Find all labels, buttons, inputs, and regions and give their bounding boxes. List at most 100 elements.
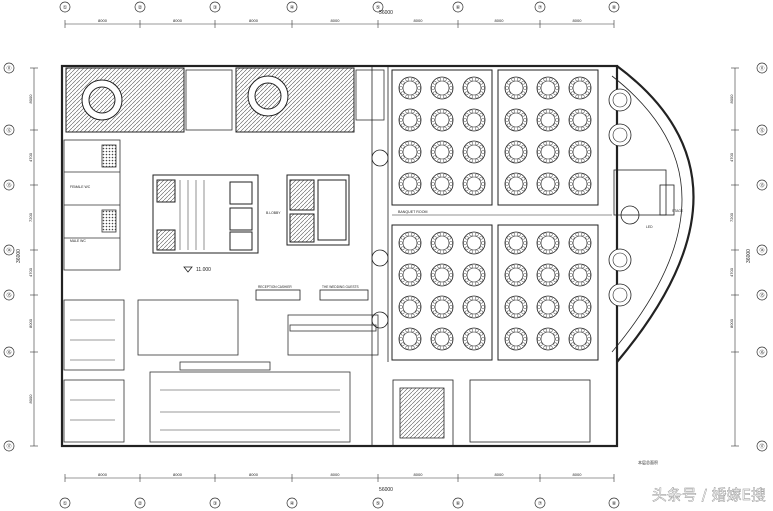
grid-bubble [3,124,15,136]
kitchen-area [63,299,379,443]
grid-bubble [608,497,620,509]
round-table [430,295,454,319]
grid-bubble [372,497,384,509]
round-table [398,231,422,255]
span-label: 8000 [173,472,183,477]
reception-desk [255,289,369,301]
grid-bubble [756,289,768,301]
grid-bubble [59,1,71,13]
round-table [536,140,560,164]
round-table [568,76,592,100]
round-table [568,263,592,287]
round-table [462,327,486,351]
restrooms [63,139,121,271]
round-table [504,108,528,132]
grid-bubble [3,346,15,358]
lift-lobby-label: B.LOBBY [266,211,281,215]
round-table [398,172,422,196]
grid-bubble [209,1,221,13]
overall-dimension-top: 56000 [379,10,393,16]
grid-label: ⑬ [759,182,764,189]
grid-label: ⑪ [6,65,11,72]
round-table [568,231,592,255]
span-label: 8000 [495,472,505,477]
round-table [462,263,486,287]
overall-dimension-right: 36000 [746,249,752,263]
span-label: 8000 [331,18,341,23]
span-label: 8000 [729,94,734,104]
round-table [568,172,592,196]
span-label: 4700 [729,152,734,162]
round-table [462,231,486,255]
male-wc-label: MALE WC [70,239,86,243]
round-table [462,76,486,100]
grid-label: ⑤ [376,5,381,11]
grid-label: ⑰ [6,443,11,450]
round-table [536,108,560,132]
grid-label: ⑧ [612,501,617,507]
round-table [568,140,592,164]
overall-dimension-bottom: 56000 [379,487,393,493]
round-table [398,327,422,351]
span-label: 8000 [28,94,33,104]
span-label: 8000 [331,472,341,477]
round-table [536,172,560,196]
span-label: 7200 [28,212,33,222]
grid-bubble [3,179,15,191]
round-table [504,172,528,196]
stage-label: STAGE [672,209,684,213]
grid-bubble [3,244,15,256]
grid-label: ① [63,501,68,507]
span-label: 4700 [28,152,33,162]
grid-label: ⑯ [759,349,764,356]
grid-bubble [756,124,768,136]
round-table [568,327,592,351]
round-table [568,295,592,319]
grid-bubble [756,346,768,358]
span-label: 4700 [729,267,734,277]
round-table [504,140,528,164]
span-label: 7200 [729,212,734,222]
span-label: 8000 [249,472,259,477]
central-corridor [371,66,591,447]
span-label: 8000 [495,18,505,23]
round-table [430,327,454,351]
svg-text:11.000: 11.000 [196,267,211,273]
grid-bubble [452,1,464,13]
grid-label: ⑭ [6,247,11,254]
reception-label: RECEPTION CASHIER [258,285,292,289]
grid-bubble [3,440,15,452]
grid-bubble [756,179,768,191]
span-label: 8000 [729,318,734,328]
span-label: 8000 [98,472,108,477]
overall-dimension-left: 36000 [16,249,22,263]
grid-bubble [3,289,15,301]
female-wc-label: FEMALE WC [70,185,91,189]
grid-label: ③ [213,5,218,11]
span-label: 8000 [98,18,108,23]
grid-label: ① [63,5,68,11]
round-table [398,263,422,287]
led-label: LED [646,225,653,229]
grid-label: ⑦ [538,501,543,507]
round-table [398,108,422,132]
round-table [536,231,560,255]
grid-label: ⑧ [612,5,617,11]
grid-label: ⑥ [456,501,461,507]
lift-core-right [286,174,350,246]
round-table [430,140,454,164]
banquet-tables [398,76,632,351]
watermark-text: 头条号 / 婚嫁E搜 [652,486,766,504]
round-table [430,108,454,132]
grid-bubble [209,497,221,509]
grid-label: ⑭ [759,247,764,254]
banquet-room-label: BANQUET ROOM [398,210,428,214]
grid-label: ④ [290,501,295,507]
span-label: 8000 [28,318,33,328]
round-table [608,88,632,112]
round-table [398,76,422,100]
grid-label: ② [138,5,143,11]
grid-bubble [756,440,768,452]
